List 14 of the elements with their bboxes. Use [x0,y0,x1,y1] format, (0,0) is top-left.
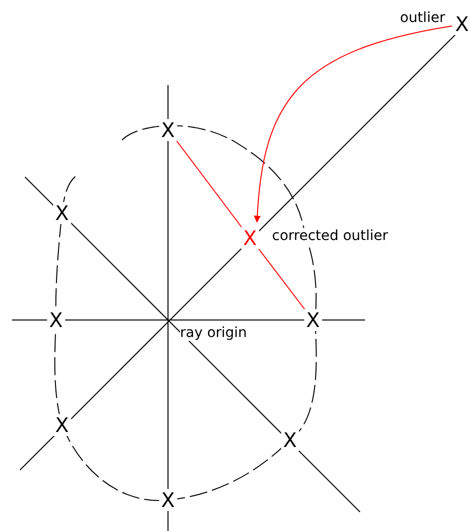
point-marker: X [53,202,71,224]
point-marker: X [47,309,65,331]
curved-arrow [254,26,452,223]
connector-line [258,248,306,312]
point-marker: X [281,429,299,451]
connector-line [176,140,244,230]
point-marker: X [241,227,259,249]
point-marker: X [159,119,177,141]
point-marker: X [159,489,177,511]
point-marker: X [453,13,469,35]
point-marker: X [53,414,71,436]
point-marker: X [304,309,322,331]
point-caption: corrected outlier [272,228,388,244]
origin-label: ray origin [180,325,247,341]
